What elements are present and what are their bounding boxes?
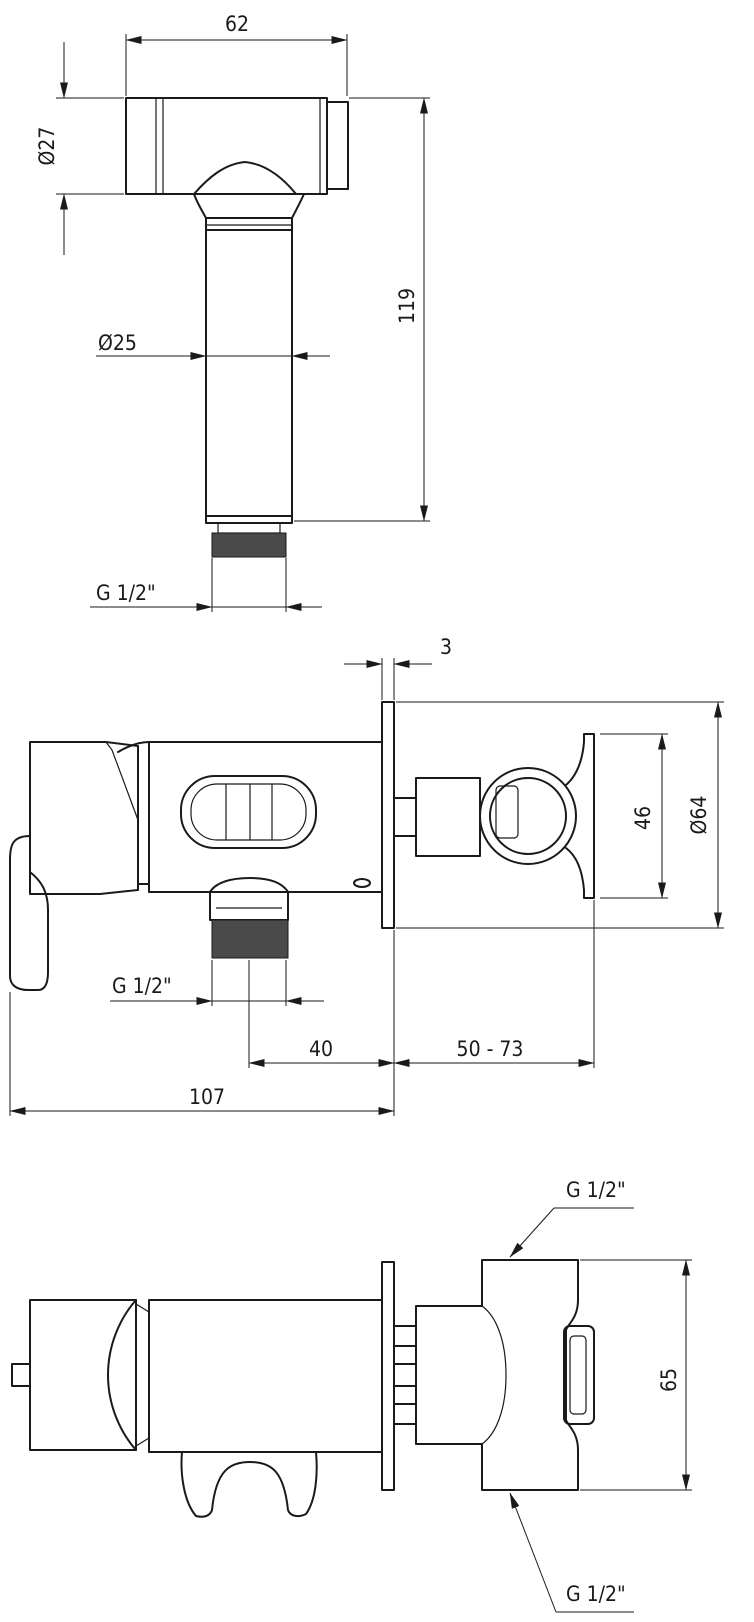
dim-width-62: 62 xyxy=(225,12,249,36)
dim-outlet-offset: 40 xyxy=(309,1037,333,1061)
dim-flange-thickness: 3 xyxy=(440,635,452,659)
bottom-view-valve xyxy=(11,1259,595,1518)
dim-thread-bottom-outlet: G 1/2" xyxy=(566,1582,626,1606)
dim-flange-diameter: Ø64 xyxy=(687,796,711,835)
bottom-view-dimensions: G 1/2" 65 G 1/2" xyxy=(509,1178,692,1613)
middle-view-valve xyxy=(9,701,595,991)
dim-thread-top-view: G 1/2" xyxy=(96,581,156,605)
dim-thread-top-outlet: G 1/2" xyxy=(566,1178,626,1202)
dim-body-height: 65 xyxy=(657,1368,681,1392)
dim-thread-middle-view: G 1/2" xyxy=(112,974,172,998)
dim-head-diameter: Ø27 xyxy=(35,127,59,166)
top-view-dimensions: 62 Ø27 119 Ø25 G 1/2" xyxy=(35,12,430,612)
top-view-spray-head xyxy=(125,97,349,558)
dim-total-length: 107 xyxy=(189,1085,225,1109)
dim-height-119: 119 xyxy=(395,288,419,324)
dim-projection: 50 - 73 xyxy=(457,1037,524,1061)
dim-body-diameter: Ø25 xyxy=(98,331,137,355)
middle-view-dimensions: 3 46 Ø64 G 1/2" 40 50 - 73 107 xyxy=(9,635,724,1116)
dim-holder-height: 46 xyxy=(631,806,655,830)
